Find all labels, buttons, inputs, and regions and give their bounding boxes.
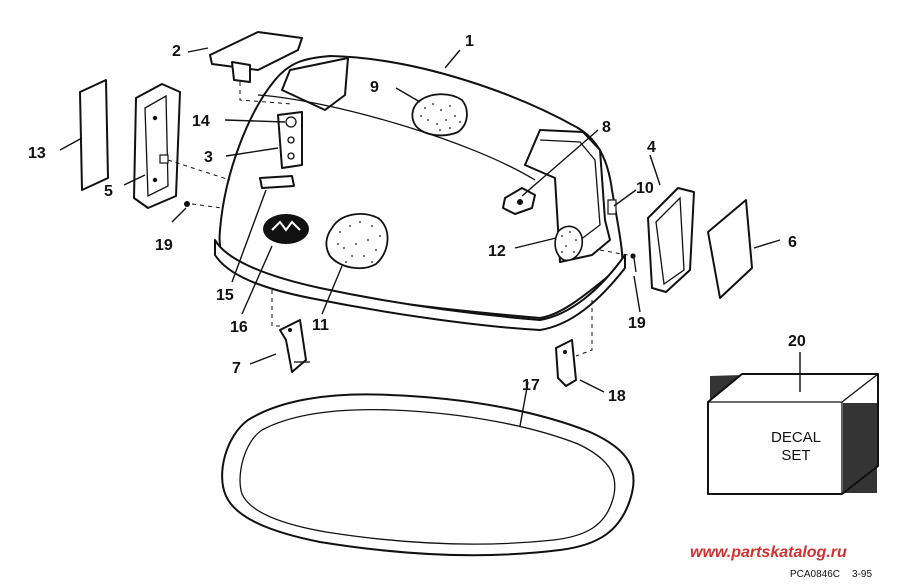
cover-cap [209, 31, 303, 105]
bracket-right [555, 300, 593, 387]
leader-lines [59, 47, 801, 427]
callout-10: 10 [636, 180, 654, 197]
side-plate-right [599, 187, 753, 299]
callout-13: 13 [28, 145, 46, 162]
callout-12: 12 [488, 243, 506, 260]
callout-4: 4 [647, 139, 656, 156]
callout-3: 3 [204, 149, 213, 166]
callout-1: 1 [465, 33, 474, 50]
callout-14: 14 [192, 113, 210, 130]
callout-11: 11 [312, 317, 329, 334]
callout-18: 18 [608, 388, 626, 405]
decal-label-line1: DECAL [771, 429, 821, 446]
callout-19-right: 19 [628, 315, 646, 332]
callout-5: 5 [104, 183, 113, 200]
callout-9: 9 [370, 79, 379, 96]
callout-2: 2 [172, 43, 181, 60]
callout-7: 7 [232, 360, 241, 377]
callout-8: 8 [602, 119, 611, 136]
bracket-left [271, 290, 310, 373]
callout-19-left: 19 [155, 237, 173, 254]
callout-labels: 1 2 3 4 5 6 7 8 9 10 11 12 13 14 15 16 1… [28, 33, 806, 405]
callout-20: 20 [788, 333, 806, 350]
side-plate-left [79, 79, 231, 209]
watermark-text: www.partskatalog.ru [690, 544, 847, 561]
callout-15: 15 [216, 287, 234, 304]
decal-label-line2: SET [781, 447, 810, 464]
cover-seal [221, 393, 635, 557]
callout-6: 6 [788, 234, 797, 251]
drawing-code: PCA0846C [790, 569, 840, 580]
decal-set-box: DECAL SET [707, 373, 879, 495]
foam-stipple [337, 103, 577, 263]
callout-17: 17 [522, 377, 540, 394]
drawing-date: 3-95 [852, 569, 872, 580]
callout-16: 16 [230, 319, 248, 336]
motor-cover [214, 55, 626, 331]
